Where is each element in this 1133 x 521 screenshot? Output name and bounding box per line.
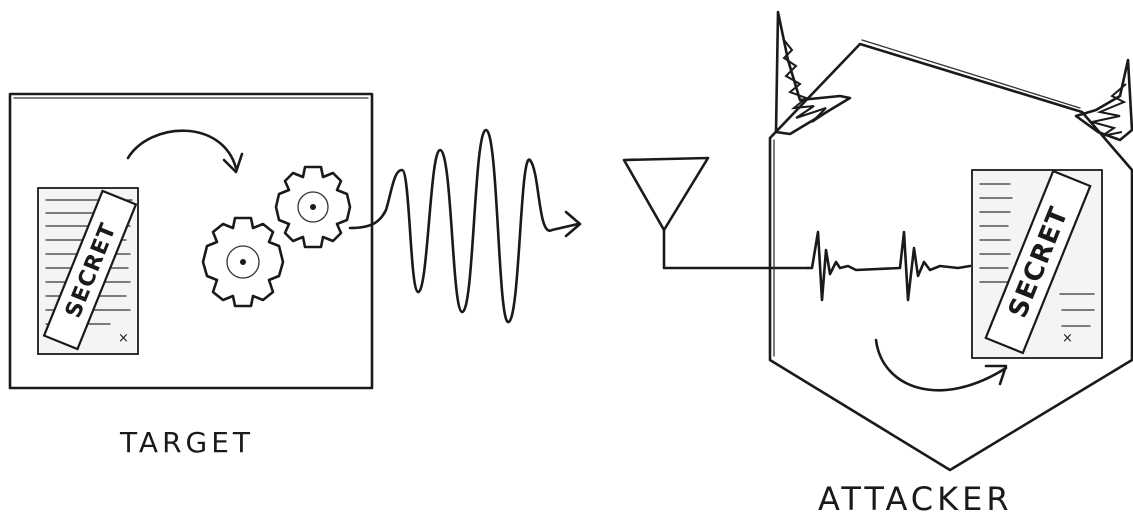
horn-icon-left [776, 12, 850, 134]
captured-trace [808, 232, 970, 300]
secret-document-target: SECRET × [38, 188, 138, 354]
emanation-wave [350, 130, 580, 322]
secret-document-attacker: SECRET × [972, 170, 1102, 358]
horn-icon-right [1076, 60, 1132, 140]
antenna-icon [624, 158, 808, 268]
processing-arrow [128, 131, 242, 172]
attacker-label: ATTACKER [818, 480, 1013, 518]
gear-icon-small [276, 167, 350, 247]
x-mark-left: × [118, 331, 129, 346]
gear-icon-large [203, 218, 283, 306]
x-mark-right: × [1062, 331, 1073, 346]
target-label: TARGET [119, 426, 254, 459]
